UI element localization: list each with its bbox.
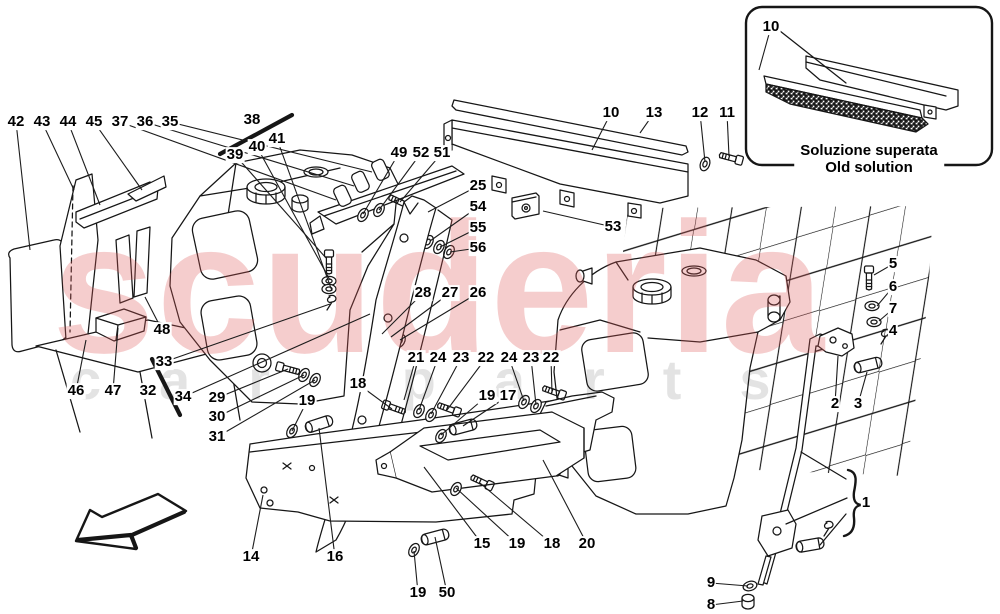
old-solution-caption: Soluzione superata Old solution [794, 141, 944, 178]
direction-arrow [74, 492, 188, 551]
right-fuel-tank-drawing [551, 247, 791, 515]
old-solution-inset [744, 5, 994, 167]
top-rail-drawing [443, 99, 745, 220]
rod-assembly-drawing [741, 265, 891, 610]
bottom-plate-drawing [245, 360, 615, 559]
caption-italian: Soluzione superata [800, 142, 938, 159]
caption-english: Old solution [825, 159, 913, 177]
left-panels-drawing [8, 173, 253, 439]
upper-bracket-drawing [309, 158, 465, 350]
